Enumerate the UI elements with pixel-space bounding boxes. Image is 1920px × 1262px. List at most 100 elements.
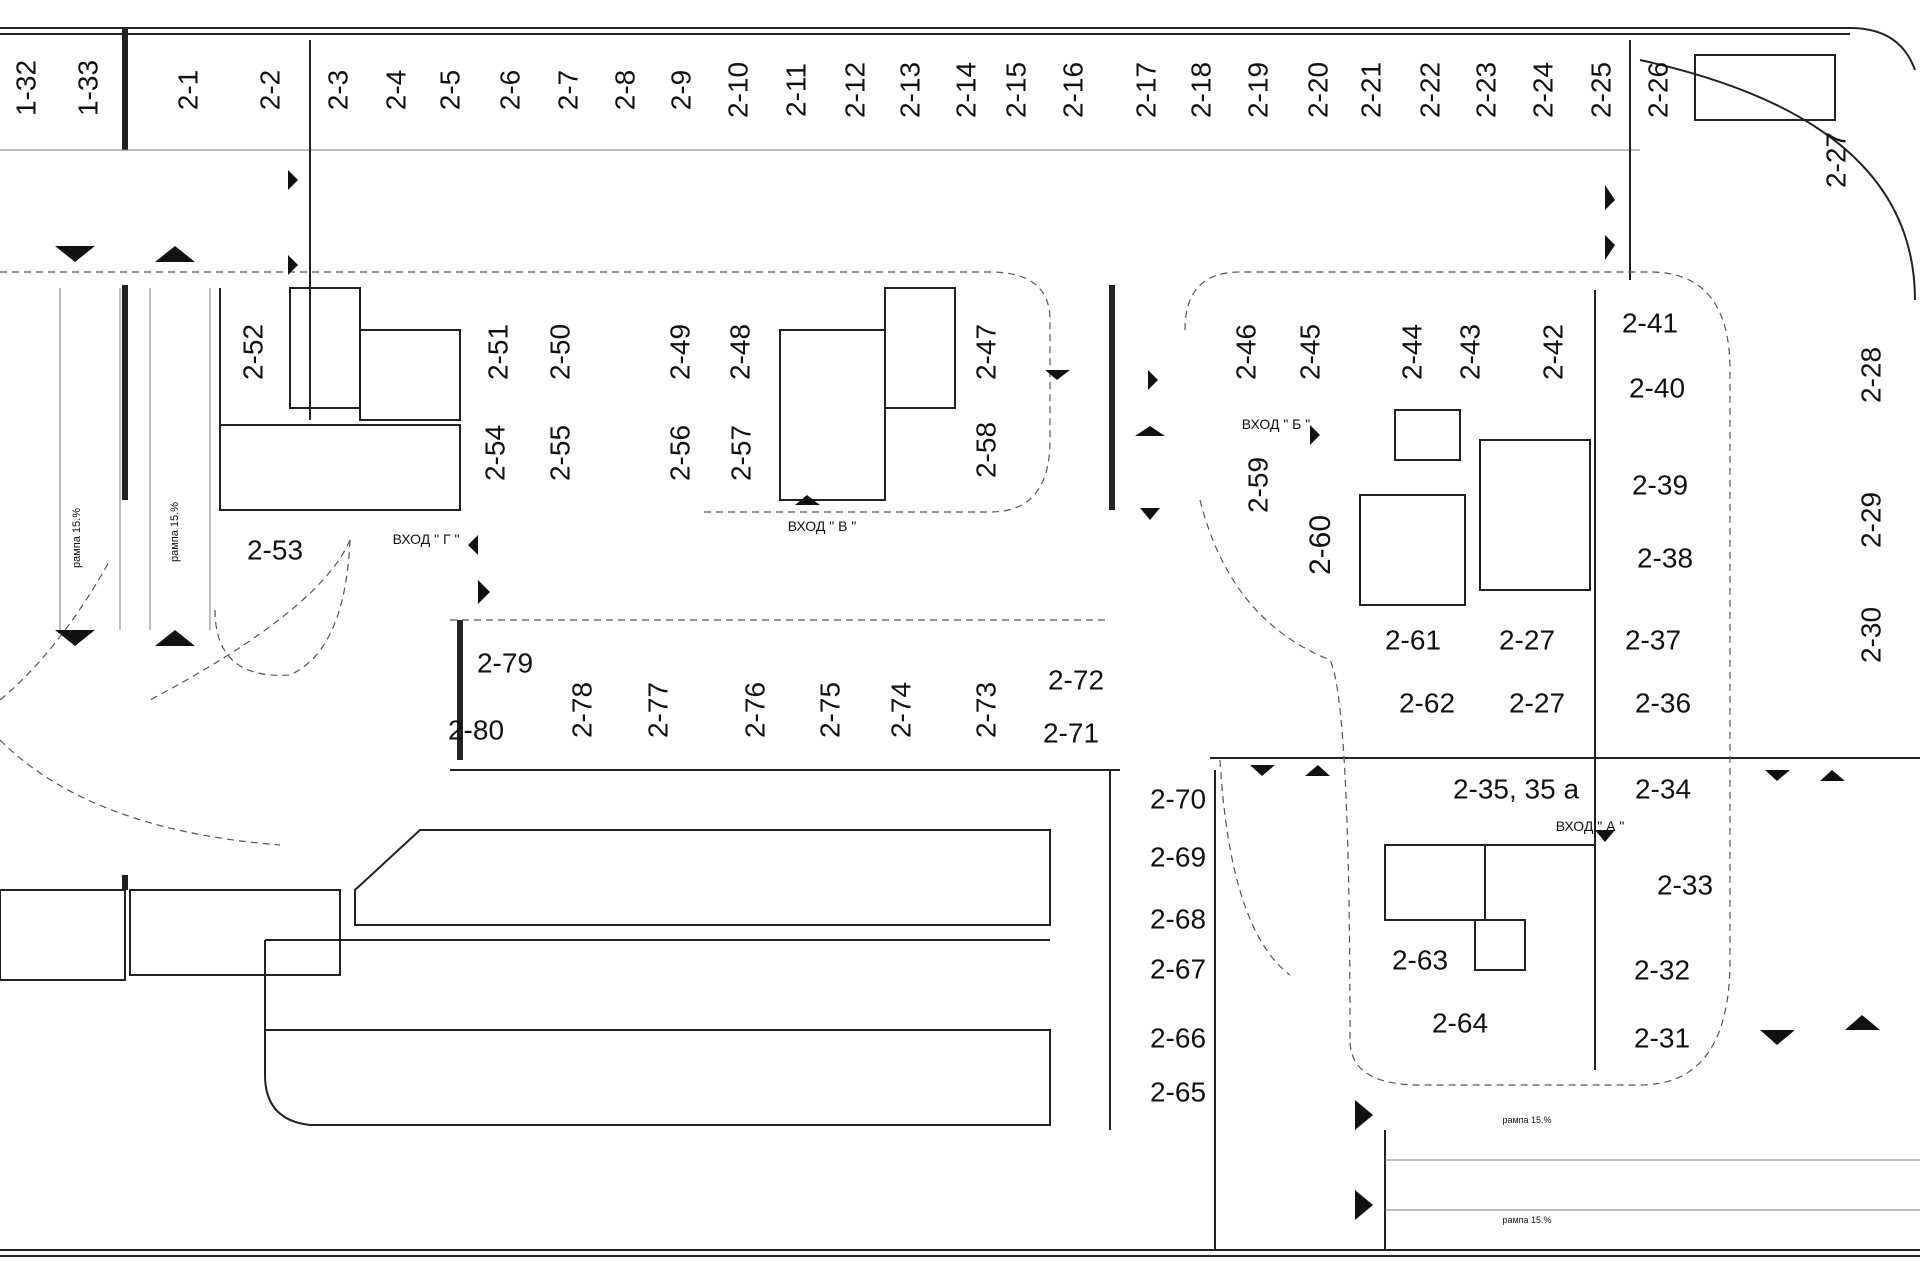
west-pit — [0, 889, 341, 981]
arrow-down-icon — [55, 630, 95, 646]
arrow-down-icon — [1140, 508, 1160, 520]
parking-spot-label: 2-26 — [1642, 62, 1673, 118]
parking-spot-label: 2-53 — [247, 534, 303, 565]
parking-spot-label: 2-28 — [1855, 347, 1886, 403]
parking-spot-label: 2-56 — [664, 425, 695, 481]
arrow-right-icon — [1605, 235, 1615, 260]
parking-spot-label: 2-4 — [380, 70, 411, 110]
parking-spot-label: 2-61 — [1385, 624, 1441, 655]
parking-spot-label: 2-52 — [237, 324, 268, 380]
parking-spot-label: 2-42 — [1537, 324, 1568, 380]
parking-spot-label: 2-50 — [544, 324, 575, 380]
parking-spot-label: 2-78 — [566, 682, 597, 738]
arrow-down-icon — [1595, 830, 1615, 842]
parking-spot-label: 2-8 — [609, 70, 640, 110]
parking-spot-label: 2-27 — [1509, 687, 1565, 718]
entrance-label: ВХОД " А " — [1556, 818, 1625, 834]
stair-core-G — [219, 287, 461, 511]
parking-spot-label: 2-13 — [894, 62, 925, 118]
parking-spot-label: 2-70 — [1150, 783, 1206, 814]
parking-spot-label: 2-22 — [1414, 62, 1445, 118]
parking-spot-label: 2-66 — [1150, 1022, 1206, 1053]
parking-spot-label: 2-44 — [1396, 324, 1427, 380]
parking-spot-label: 2-79 — [477, 647, 533, 678]
top-stall-row — [0, 40, 1640, 420]
arrow-right-icon — [1310, 425, 1320, 445]
arrow-right-icon — [1605, 185, 1615, 210]
entrance-label: ВХОД " Г " — [393, 531, 460, 547]
arrow-down-icon — [55, 246, 95, 262]
arrow-up-icon — [1135, 426, 1165, 436]
entrance-label: ВХОД " В " — [788, 518, 857, 534]
parking-spot-label: 2-36 — [1635, 687, 1691, 718]
parking-spot-label: 2-34 — [1635, 773, 1691, 804]
parking-spot-label: 2-57 — [725, 425, 756, 481]
parking-spot-label: 2-35, 35 a — [1453, 773, 1580, 804]
parking-spot-label: 2-59 — [1242, 457, 1273, 513]
arrow-up-icon — [795, 495, 820, 505]
parking-spot-label: 2-64 — [1432, 1007, 1488, 1038]
parking-spot-label: 2-77 — [642, 682, 673, 738]
parking-spot-label: 2-18 — [1185, 62, 1216, 118]
entrance-label: ВХОД " Б " — [1242, 416, 1310, 432]
arrow-down-icon — [1760, 1030, 1795, 1045]
parking-spot-label: 2-73 — [970, 682, 1001, 738]
parking-spot-label: 2-58 — [970, 422, 1001, 478]
parking-spot-label: 2-51 — [482, 324, 513, 380]
ramp-label: рампа 15.% — [1502, 1115, 1551, 1125]
parking-spot-label: 2-47 — [970, 324, 1001, 380]
arrow-up-icon — [1305, 765, 1330, 776]
parking-spot-label: 2-5 — [434, 70, 465, 110]
parking-spot-label: 2-23 — [1470, 62, 1501, 118]
parking-spot-label: 2-9 — [665, 70, 696, 110]
parking-spot-label: 2-31 — [1634, 1022, 1690, 1053]
parking-spot-label: 2-20 — [1302, 62, 1333, 118]
parking-spot-label: 2-74 — [885, 682, 916, 738]
arrow-up-icon — [1845, 1015, 1880, 1030]
arrow-right-icon — [1148, 370, 1158, 390]
arrow-up-icon — [155, 246, 195, 262]
parking-spot-label: 2-45 — [1294, 324, 1325, 380]
parking-spot-label: 2-12 — [839, 62, 870, 118]
parking-spot-label: 2-21 — [1355, 62, 1386, 118]
parking-spot-label: 2-1 — [172, 70, 203, 110]
parking-spot-label: 2-25 — [1585, 62, 1616, 118]
parking-spot-label: 2-41 — [1622, 307, 1678, 338]
parking-spot-label: 2-11 — [780, 63, 811, 117]
parking-spot-label: 2-15 — [1000, 62, 1031, 118]
parking-spot-label: 2-68 — [1150, 903, 1206, 934]
arrow-right-icon — [1355, 1100, 1373, 1130]
arrow-up-icon — [1820, 770, 1845, 781]
ramp-labels: рампа 15.% рампа 15.% рампа 15.% рампа 15.% — [71, 502, 1552, 1225]
parking-spot-label: 1-33 — [72, 60, 103, 116]
stair-core-V — [779, 287, 956, 501]
parking-spot-label: 2-55 — [544, 425, 575, 481]
parking-spot-label: 2-39 — [1632, 469, 1688, 500]
outer-walls — [0, 27, 1920, 1257]
stair-core-B — [1359, 409, 1591, 606]
arrow-down-icon — [1250, 765, 1275, 776]
ramp-label: рампа 15.% — [71, 508, 83, 568]
parking-spot-label: 2-43 — [1454, 324, 1485, 380]
parking-spot-label: 2-71 — [1043, 717, 1099, 748]
parking-spot-label: 2-19 — [1242, 62, 1273, 118]
parking-spot-label: 2-63 — [1392, 944, 1448, 975]
parking-spot-label: 2-24 — [1527, 62, 1558, 118]
arrow-right-icon — [288, 170, 298, 190]
ramp-label: рампа 15.% — [1502, 1215, 1551, 1225]
parking-spot-label: 2-49 — [664, 324, 695, 380]
arrow-down-icon — [1045, 370, 1070, 380]
parking-spot-label: 2-27 — [1499, 624, 1555, 655]
arrow-up-icon — [155, 630, 195, 646]
ramp-label: рампа 15.% — [169, 502, 181, 562]
parking-spot-label: 2-65 — [1150, 1076, 1206, 1107]
parking-spot-label: 2-72 — [1048, 664, 1104, 695]
parking-spot-label: 2-60 — [1304, 515, 1337, 575]
parking-spot-label: 2-69 — [1150, 841, 1206, 872]
parking-spot-label: 2-3 — [322, 70, 353, 110]
parking-spot-label: 1-32 — [10, 60, 41, 116]
entrance-labels: ВХОД " Г " ВХОД " В " ВХОД " Б " ВХОД " А " — [393, 416, 1625, 834]
parking-spot-label: 2-48 — [724, 324, 755, 380]
